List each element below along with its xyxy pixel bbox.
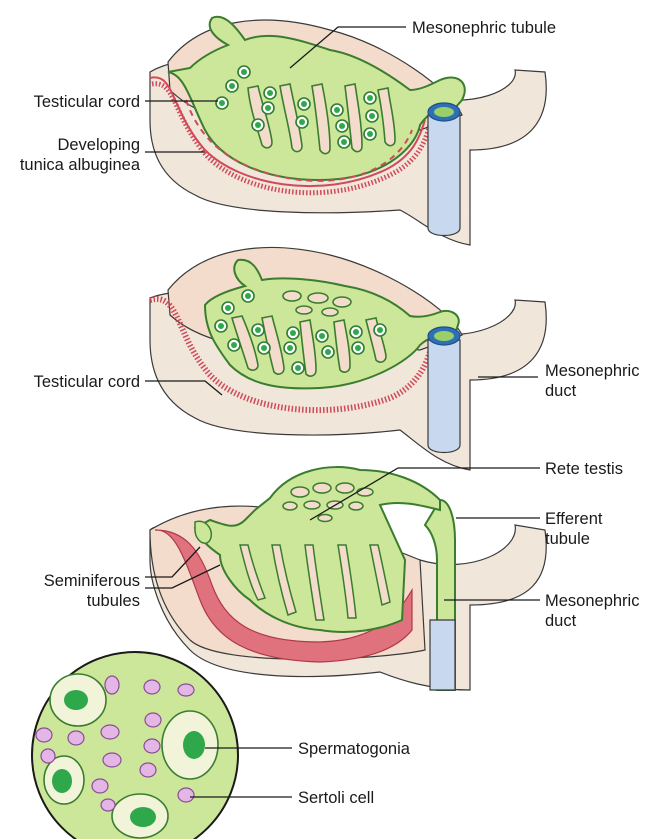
label-developing: Developing — [57, 136, 140, 154]
label-rete-testis: Rete testis — [545, 460, 623, 478]
mesonephric-duct-2 — [428, 340, 460, 453]
label-seminiferous-line2: tubules — [87, 592, 140, 610]
label-efferent-line2: tubule — [545, 530, 590, 548]
label-mesonephric-tubule: Mesonephric tubule — [412, 19, 556, 37]
label-seminiferous-line1: Seminiferous — [44, 572, 140, 590]
panel-3-late-stage — [150, 467, 546, 690]
label-mesonephric-duct-a-line1: Mesonephric — [545, 362, 639, 380]
label-testicular-cord-2: Testicular cord — [34, 373, 140, 391]
label-mesonephric-duct-b-line2: duct — [545, 612, 577, 630]
label-mesonephric-duct-b-line1: Mesonephric — [545, 592, 639, 610]
cross-section-circle — [32, 652, 238, 839]
label-mesonephric-duct-a-line2: duct — [545, 382, 577, 400]
label-efferent-line1: Efferent — [545, 510, 603, 528]
label-spermatogonia: Spermatogonia — [298, 740, 411, 758]
label-sertoli-cell: Sertoli cell — [298, 789, 374, 807]
panel-1-early-stage — [150, 17, 546, 245]
panel-2-middle-stage — [150, 248, 546, 470]
label-tunica-albuginea: tunica albuginea — [20, 156, 141, 174]
mesonephric-duct-1 — [428, 115, 460, 236]
label-testicular-cord-1: Testicular cord — [34, 93, 140, 111]
